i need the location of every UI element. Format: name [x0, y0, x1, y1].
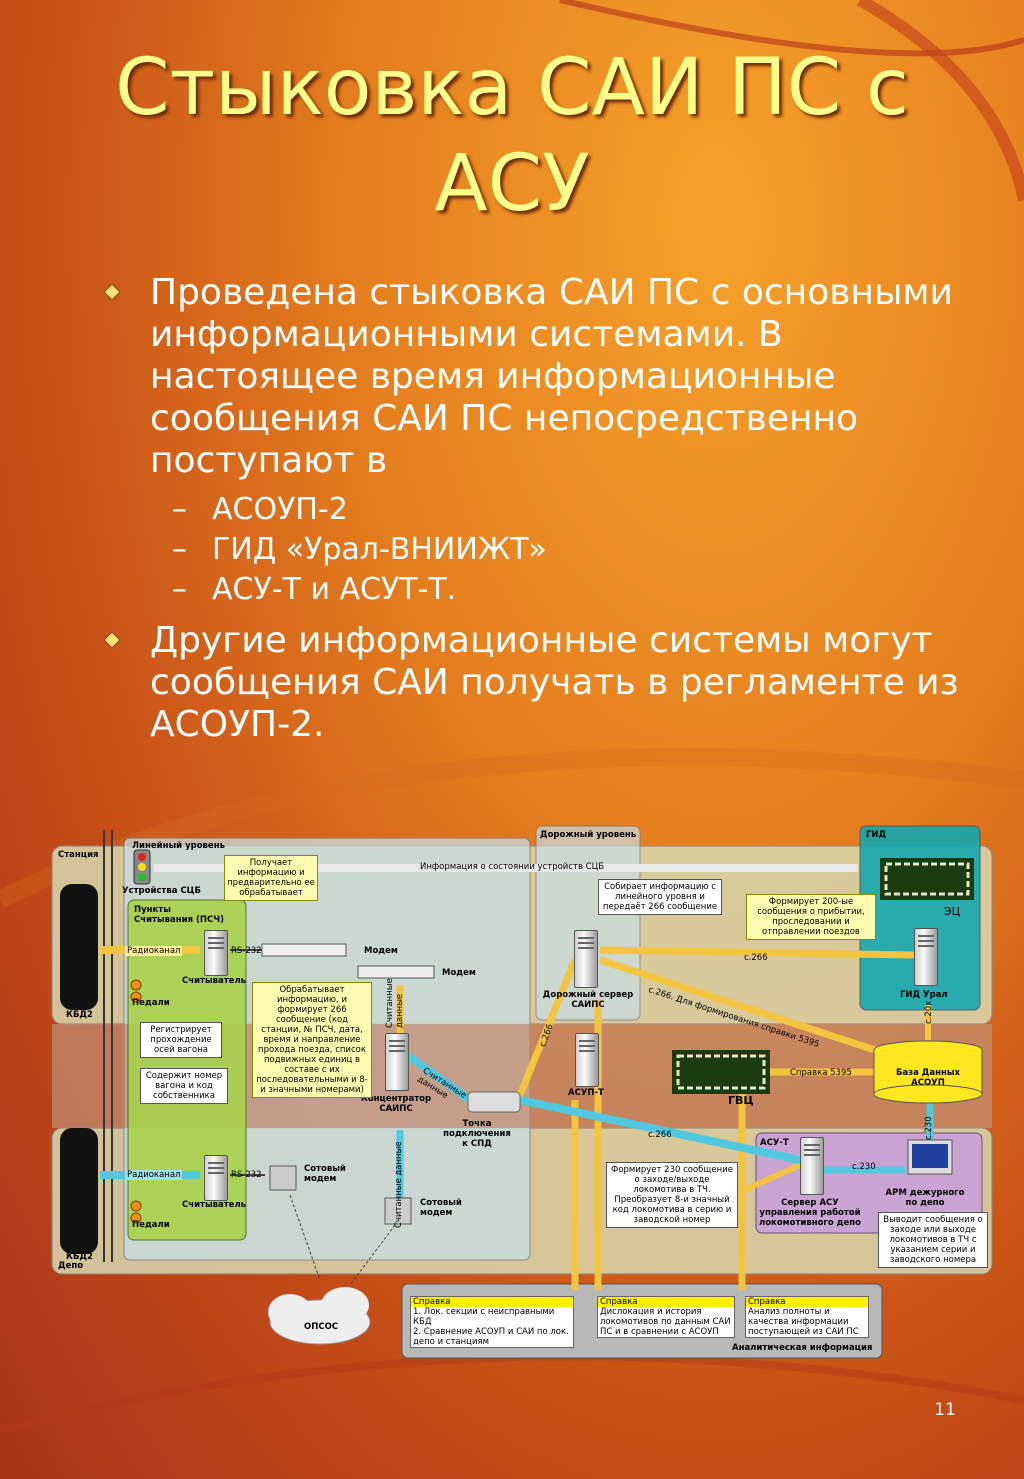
label-modem2: Модем [442, 968, 476, 978]
reference-title: Справка [598, 1297, 734, 1307]
reference-box: Справка 1. Лок. секции с неисправными КБ… [410, 1296, 574, 1348]
level-station: Станция [58, 850, 99, 860]
label-radio-top: Радиоканал [125, 946, 183, 956]
level-line: Линейный уровень [132, 841, 225, 851]
label-ec: ЭЦ [944, 905, 961, 918]
bullet-item: Проведена стыковка САИ ПС с основными ин… [100, 272, 980, 482]
page-number: 11 [934, 1400, 956, 1420]
label-rs232-bottom: RS-232 [231, 1170, 262, 1180]
reference-line: Дислокация и история локомотивов по данн… [600, 1307, 731, 1337]
reference-title: Справка [411, 1297, 573, 1307]
sub-bullet-text: ГИД «Урал-ВНИИЖТ» [212, 532, 547, 567]
note-collects: Собирает информацию с линейного уровня и… [598, 879, 722, 915]
label-reader-bottom: Считыватель [182, 1200, 247, 1210]
label-opsos: ОПСОС [304, 1322, 339, 1332]
label-radio-bottom: Радиоканал [125, 1170, 183, 1180]
label-pedals-bottom: Педали [132, 1220, 170, 1230]
note-processes: Обрабатывает информацию, и формирует 266… [252, 982, 372, 1098]
gid-ural-server-icon [914, 928, 938, 986]
note-holds-num: Содержит номер вагона и код собственника [140, 1068, 228, 1104]
label-db-asoup: База Данных АСОУП [895, 1068, 961, 1088]
sub-bullet-text: АСОУП-2 [212, 492, 348, 527]
arrow-label-info-sc: Информация о состоянии устройств СЦБ [420, 862, 605, 872]
label-gvc: ГВЦ [728, 1094, 754, 1107]
sub-bullet-item: –ГИД «Урал-ВНИИЖТ» [172, 532, 547, 567]
level-analytic: Аналитическая информация [732, 1343, 873, 1353]
reference-line: 1. Лок. секции с неисправными КБД [413, 1307, 555, 1327]
depot-server-icon [800, 1137, 824, 1195]
label-kbd2-bottom: КБД2 [66, 1252, 93, 1262]
label-modem1: Модем [364, 946, 398, 956]
bullet-text: Другие информационные системы могут сооб… [150, 620, 959, 745]
concentrator-server-icon [385, 1033, 409, 1091]
reference-box: Справка Дислокация и история локомотивов… [597, 1296, 735, 1338]
label-asut: АСУП-Т [568, 1088, 604, 1098]
label-cell-modem2: Сотовый модем [420, 1198, 462, 1218]
bullet-text: Проведена стыковка САИ ПС с основными ин… [150, 272, 953, 481]
note-forms200: Формирует 200-ые сообщения о прибытии, п… [746, 894, 876, 940]
label-sc-devices: Устройства СЦБ [122, 886, 202, 896]
label-reader-top: Считыватель [182, 976, 247, 986]
sub-bullet-item: –АСУ-Т и АСУТ-Т. [172, 572, 457, 607]
reference-line: Анализ полноты и качества информации пос… [748, 1307, 859, 1337]
label-spd-point: Точка подключения к СПД [443, 1119, 511, 1149]
label-rs232-top: RS-232 [231, 946, 262, 956]
sub-bullet-text: АСУ-Т и АСУТ-Т. [212, 572, 457, 607]
note-registers: Регистрирует прохождение осей вагона [140, 1022, 222, 1058]
arrow-label-c230-b: с.230 [924, 1116, 934, 1140]
ec-rack-icon [880, 858, 974, 900]
arrow-label-c266-d: с.266 [648, 1130, 672, 1140]
label-depot-server: Сервер АСУ управления работой локомотивн… [758, 1198, 862, 1228]
diamond-bullet-icon [104, 632, 120, 648]
reference-line: 2. Сравнение АСОУП и САИ по лок. депо и … [413, 1327, 569, 1347]
bullet-list: Проведена стыковка САИ ПС с основными ин… [100, 272, 980, 754]
level-depot: Депо [58, 1261, 84, 1271]
label-asu-t: АСУ-Т [760, 1138, 789, 1148]
bullet-item: Другие информационные системы могут сооб… [100, 620, 980, 746]
reader-server-top-icon [204, 930, 228, 976]
note-outputs: Выводит сообщения о заходе или выходе ло… [878, 1212, 988, 1268]
reference-box: Справка Анализ полноты и качества информ… [745, 1296, 869, 1338]
label-cell-modem1: Сотовый модем [304, 1164, 346, 1184]
asut-server-icon [575, 1033, 599, 1087]
label-psch: Пункты Считывания (ПСЧ) [134, 905, 224, 925]
arrow-label-c20x: с.20х [924, 1000, 934, 1024]
opsos-cloud-icon [268, 1287, 371, 1345]
label-gid-ural: ГИД Урал [900, 990, 948, 1000]
label-road-server: Дорожный сервер САИПС [542, 990, 634, 1010]
diamond-bullet-icon [104, 284, 120, 300]
level-gid: ГИД [866, 830, 887, 840]
label-kbd2-top: КБД2 [66, 1010, 93, 1020]
arrow-label-ref5395: Справка 5395 [790, 1068, 852, 1078]
label-arm: АРМ дежурного по депо [885, 1188, 965, 1208]
arrow-label-read-data1: Считанные данные [385, 978, 405, 1028]
arrow-label-c266-a: с.266 [744, 953, 768, 963]
label-concentrator: Концентратор САИПС [360, 1094, 432, 1114]
reader-server-bottom-icon [204, 1155, 228, 1201]
note-forms230: Формирует 230 сообщение о заходе/выходе … [606, 1162, 738, 1228]
arrow-label-c230-a: с.230 [852, 1162, 876, 1172]
sub-bullet-item: –АСОУП-2 [172, 492, 348, 527]
reference-title: Справка [746, 1297, 868, 1307]
level-road: Дорожный уровень [540, 830, 637, 840]
note-gets-info: Получает информацию и предварительно ее … [224, 855, 318, 901]
road-server-icon [574, 930, 598, 988]
arrow-label-read-data3: Считанные данные [394, 1141, 404, 1228]
gvc-rack-icon [672, 1050, 770, 1094]
slide-title: Стыковка САИ ПС с АСУ [115, 43, 909, 229]
label-pedals-top: Педали [132, 998, 170, 1008]
